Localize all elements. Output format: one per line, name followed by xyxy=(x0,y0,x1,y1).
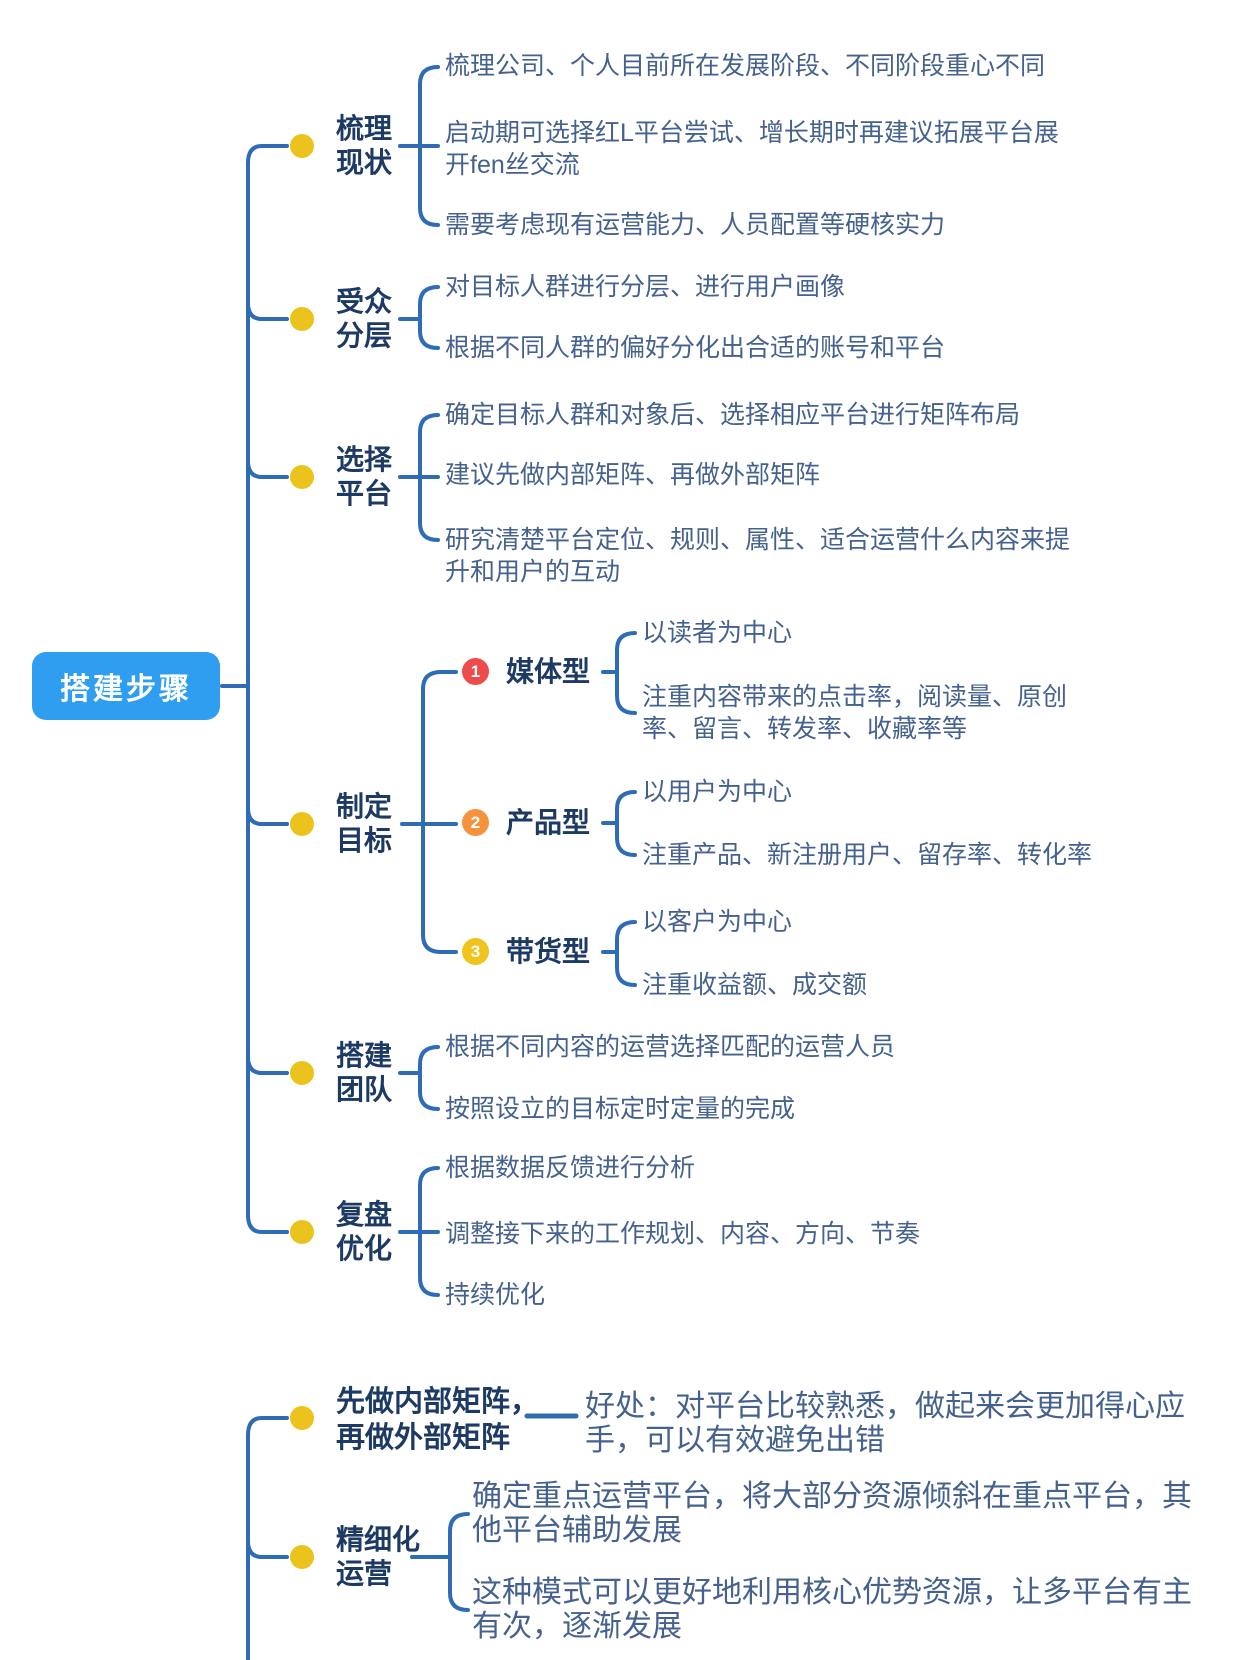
topic-item[interactable]: 对目标人群进行分层、进行用户画像 xyxy=(445,273,846,301)
root-node[interactable]: 搭建步骤 xyxy=(32,652,220,720)
topic-item[interactable]: 注重产品、新注册用户、留存率、转化率 xyxy=(642,841,1093,869)
bullet-icon-review-optimize xyxy=(290,1220,314,1244)
topic-item[interactable]: 以读者为中心 xyxy=(642,619,793,647)
topic-item[interactable]: 梳理公司、个人目前所在发展阶段、不同阶段重心不同 xyxy=(445,52,1046,80)
bullet-icon-set-goals xyxy=(290,812,314,836)
lower-trunk-line xyxy=(246,1416,470,1660)
topic-item[interactable]: 持续优化 xyxy=(445,1281,546,1309)
topic-item[interactable]: 以客户为中心 xyxy=(642,908,793,936)
topic-item[interactable]: 调整接下来的工作规划、内容、方向、节奏 xyxy=(445,1220,921,1248)
branch-label-build-team[interactable]: 搭建 团队 xyxy=(336,1040,393,1105)
goal-label-product-type[interactable]: 产品型 xyxy=(506,807,591,838)
trunk-line xyxy=(220,144,289,1234)
number-badge-1-icon: 1 xyxy=(462,658,489,685)
topic-item[interactable]: 根据不同人群的偏好分化出合适的账号和平台 xyxy=(445,334,946,362)
topic-item[interactable]: 根据不同内容的运营选择匹配的运营人员 xyxy=(445,1033,896,1061)
branch-label-choose-platform[interactable]: 选择 平台 xyxy=(336,444,393,509)
topic-item[interactable]: 好处：对平台比较熟悉，做起来会更加得心应 手，可以有效避免出错 xyxy=(585,1390,1185,1457)
bullet-icon-sort-status xyxy=(290,134,314,158)
bullet-icon-internal-first xyxy=(290,1406,314,1430)
topic-item[interactable]: 按照设立的目标定时定量的完成 xyxy=(445,1095,796,1123)
topic-item[interactable]: 确定目标人群和对象后、选择相应平台进行矩阵布局 xyxy=(445,401,1021,429)
goal-brackets xyxy=(400,631,637,987)
topic-item[interactable]: 以用户为中心 xyxy=(642,778,793,806)
topic-item[interactable]: 确定重点运营平台，将大部分资源倾斜在重点平台，其 他平台辅助发展 xyxy=(472,1480,1192,1547)
bullet-icon-refined-operation xyxy=(290,1545,314,1569)
branch-label-audience-layers[interactable]: 受众 分层 xyxy=(336,286,393,351)
topic-item[interactable]: 注重收益额、成交额 xyxy=(642,971,868,999)
branch-label-sort-status[interactable]: 梳理 现状 xyxy=(336,113,393,178)
goal-label-commerce-type[interactable]: 带货型 xyxy=(506,936,591,967)
branch-label-review-optimize[interactable]: 复盘 优化 xyxy=(336,1199,393,1264)
topic-item[interactable]: 研究清楚平台定位、规则、属性、适合运营什么内容来提 升和用户的互动 xyxy=(445,526,1071,586)
goal-label-media-type[interactable]: 媒体型 xyxy=(506,656,591,687)
branch-brackets xyxy=(398,65,440,1297)
branch-label-internal-first[interactable]: 先做内部矩阵， 再做外部矩阵 xyxy=(336,1386,540,1454)
topic-item[interactable]: 需要考虑现有运营能力、人员配置等硬核实力 xyxy=(445,211,946,239)
topic-item[interactable]: 根据数据反馈进行分析 xyxy=(445,1154,696,1182)
topic-item[interactable]: 建议先做内部矩阵、再做外部矩阵 xyxy=(445,461,821,489)
branch-label-set-goals[interactable]: 制定 目标 xyxy=(336,791,393,856)
topic-item[interactable]: 注重内容带来的点击率，阅读量、原创 率、留言、转发率、收藏率等 xyxy=(642,683,1068,743)
bullet-icon-audience-layers xyxy=(290,307,314,331)
bullet-icon-build-team xyxy=(290,1061,314,1085)
branch-label-refined-operation[interactable]: 精细化 运营 xyxy=(336,1524,421,1589)
bullet-icon-choose-platform xyxy=(290,465,314,489)
topic-item[interactable]: 这种模式可以更好地利用核心优势资源，让多平台有主 有次，逐渐发展 xyxy=(472,1576,1192,1643)
topic-item[interactable]: 启动期可选择红L平台尝试、增长期时再建议拓展平台展 开fen丝交流 xyxy=(445,119,1059,179)
number-badge-3-icon: 3 xyxy=(462,938,489,965)
number-badge-2-icon: 2 xyxy=(462,809,489,836)
